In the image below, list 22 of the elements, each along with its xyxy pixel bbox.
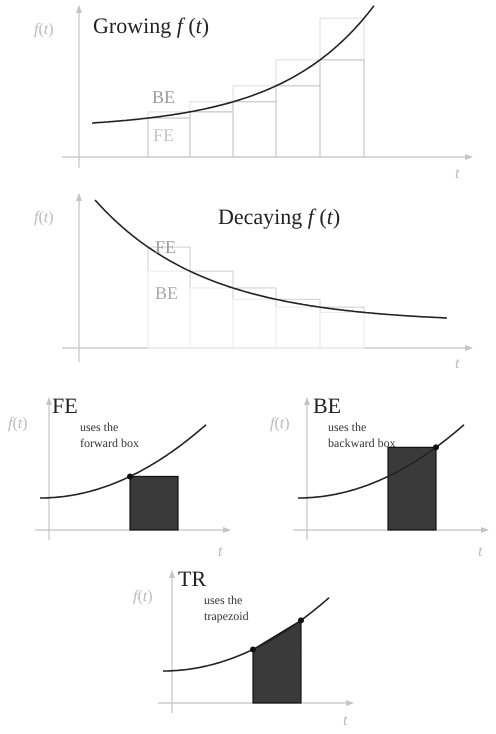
method-label: TR: [178, 567, 206, 590]
axis-label: f(t): [133, 589, 153, 606]
method-description: uses the forward box: [80, 419, 140, 452]
box-label: FE: [153, 126, 174, 145]
method-description: uses the trapezoid: [204, 592, 250, 624]
method-description: uses the backward box: [328, 419, 397, 452]
axis-label: t: [343, 713, 348, 730]
axis-label: t: [455, 356, 460, 373]
axis-label: t: [455, 166, 460, 183]
axis-label: f(t): [34, 210, 54, 227]
axis-label: t: [478, 544, 482, 561]
axis-label: f(t): [34, 22, 54, 39]
axis-label: f(t): [8, 416, 28, 433]
box-label: BE: [155, 284, 178, 303]
panel-heading: Decaying f (t): [218, 205, 340, 228]
method-label: BE: [313, 394, 342, 418]
method-label: FE: [52, 394, 78, 418]
axis-label: t: [218, 544, 222, 561]
axis-label: f(t): [270, 416, 290, 433]
box-label: BE: [152, 88, 176, 107]
box-label: FE: [155, 238, 176, 257]
panel-heading: Growing f (t): [93, 14, 210, 38]
